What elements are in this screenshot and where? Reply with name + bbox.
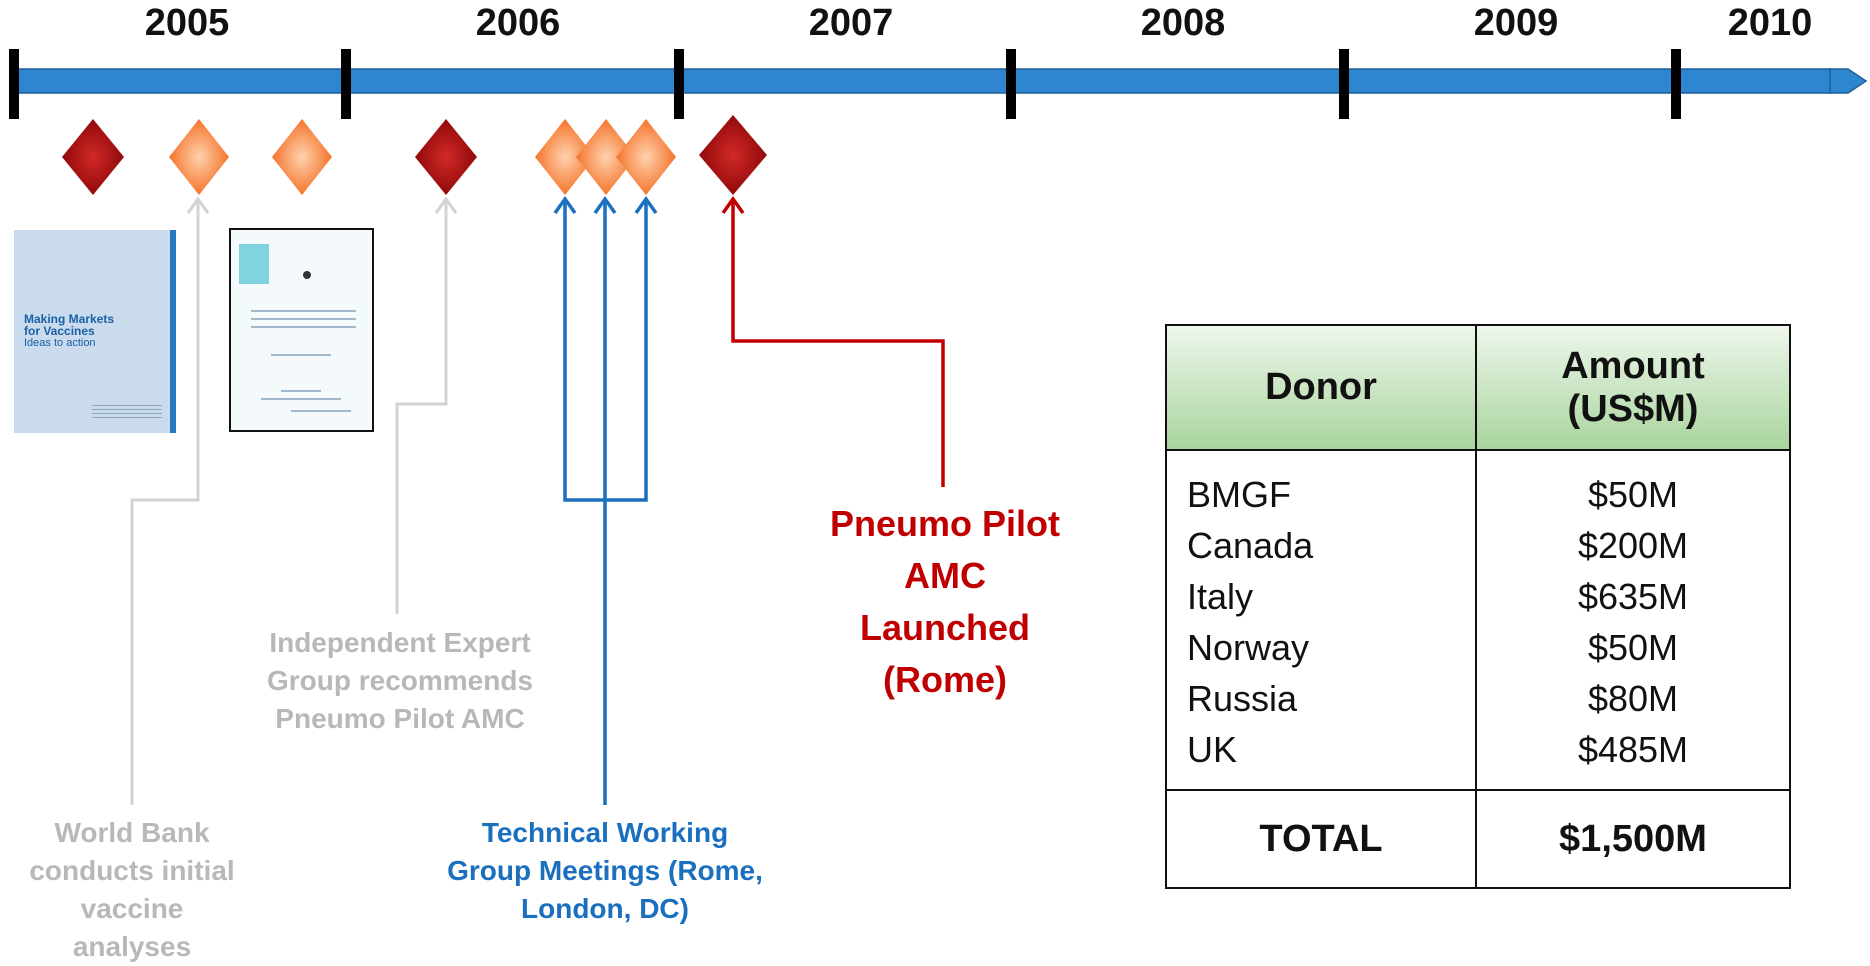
table-row: UK $485M xyxy=(1165,724,1791,791)
cover-text-line xyxy=(251,310,356,312)
cover-text-line xyxy=(271,354,331,356)
caption-working-group: Technical Working Group Meetings (Rome, … xyxy=(447,817,763,924)
report-subtitle: Ideas to action xyxy=(24,337,96,349)
cover-text-line xyxy=(281,390,321,392)
donor-amount: $50M xyxy=(1475,622,1791,673)
timeline xyxy=(9,49,1868,805)
donor-name: Canada xyxy=(1165,520,1477,571)
year-tick xyxy=(341,49,351,119)
year-label-2005: 2005 xyxy=(144,2,230,44)
donor-amount: $635M xyxy=(1475,571,1791,622)
connector-working-group-arrow xyxy=(634,195,658,215)
connector-working-group-arrow xyxy=(553,195,577,215)
connector-amc-launch xyxy=(731,200,945,487)
table-row: Russia $80M xyxy=(1165,673,1791,724)
report-title: Making Markets for Vaccines xyxy=(24,312,115,338)
total-amount: $1,500M xyxy=(1475,789,1791,889)
connector-amc-launch-arrow xyxy=(721,195,745,215)
connector-expert-group-arrow xyxy=(434,196,458,214)
milestone-diamond-dark xyxy=(62,119,124,195)
milestone-diamond-light xyxy=(616,119,676,195)
year-label-2010: 2010 xyxy=(1727,2,1813,44)
donor-name: Italy xyxy=(1165,571,1477,622)
total-label: TOTAL xyxy=(1165,789,1477,889)
timeline-arrow xyxy=(1829,68,1868,94)
donor-amount: $200M xyxy=(1475,520,1791,571)
table-total-row: TOTAL $1,500M xyxy=(1165,789,1791,889)
milestone-diamond-light xyxy=(169,119,229,195)
donor-amount: $80M xyxy=(1475,673,1791,724)
cover-text-line xyxy=(261,398,341,400)
year-label-2009: 2009 xyxy=(1473,2,1559,44)
cover-text-line xyxy=(251,326,356,328)
milestone-diamond-dark xyxy=(699,115,767,195)
milestone-diamond-dark xyxy=(415,119,477,195)
table-row: Italy $635M xyxy=(1165,571,1791,622)
connector-working-group-arrow xyxy=(593,195,617,215)
report-cover-background-paper xyxy=(229,228,374,432)
year-label-2007: 2007 xyxy=(808,2,894,44)
year-tick xyxy=(1339,49,1349,119)
year-tick xyxy=(1006,49,1016,119)
milestone-diamond-light xyxy=(272,119,332,195)
donor-name: BMGF xyxy=(1165,450,1477,520)
connector-working-group-branch xyxy=(563,200,648,502)
caption-expert-group: Independent Expert Group recommends Pneu… xyxy=(266,627,534,734)
timeline-bar xyxy=(11,68,1833,94)
header-donor: Donor xyxy=(1165,324,1477,451)
milestone-diamond-light xyxy=(535,119,595,195)
cover-text-line xyxy=(291,410,351,412)
table-row: Norway $50M xyxy=(1165,622,1791,673)
table-row: Canada $200M xyxy=(1165,520,1791,571)
year-tick xyxy=(1671,49,1681,119)
caption-amc-launch: Pneumo Pilot AMC Launched (Rome) xyxy=(829,503,1060,700)
report-cover-making-markets: Making Markets for Vaccines Ideas to act… xyxy=(14,230,176,433)
milestone-diamond-light xyxy=(576,119,636,195)
year-tick xyxy=(674,49,684,119)
connector-world-bank xyxy=(130,200,200,805)
connector-expert-group xyxy=(395,200,448,614)
table-row: BMGF $50M xyxy=(1165,450,1791,520)
donor-name: Norway xyxy=(1165,622,1477,673)
year-tick xyxy=(9,49,19,119)
year-label-2006: 2006 xyxy=(475,2,561,44)
caption-world-bank: World Bank conducts initial vaccine anal… xyxy=(29,817,235,962)
connector-world-bank-arrow xyxy=(186,196,210,214)
year-label-2008: 2008 xyxy=(1140,2,1226,44)
donor-table: Donor Amount (US$M) BMGF $50M Canada $20… xyxy=(1165,324,1791,889)
report-fine-print xyxy=(92,405,162,421)
donor-name: Russia xyxy=(1165,673,1477,724)
table-header-row: Donor Amount (US$M) xyxy=(1165,324,1791,451)
donor-name: UK xyxy=(1165,724,1477,791)
cover-stamp-image xyxy=(239,244,269,284)
donor-amount: $485M xyxy=(1475,724,1791,791)
donor-amount: $50M xyxy=(1475,450,1791,520)
seal-icon xyxy=(303,271,311,279)
cover-text-line xyxy=(251,318,356,320)
header-amount: Amount (US$M) xyxy=(1475,324,1791,451)
